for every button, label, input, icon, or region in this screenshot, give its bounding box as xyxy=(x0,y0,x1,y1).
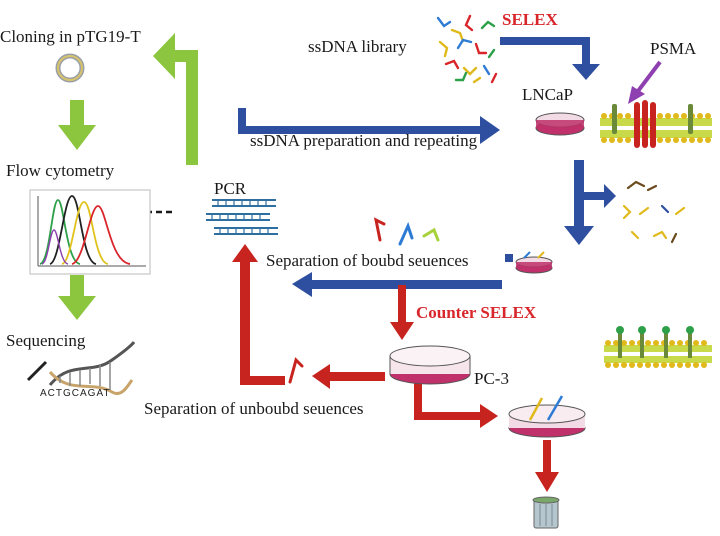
red-arrow-down-counter xyxy=(390,285,414,340)
green-arrow-to-flow xyxy=(58,100,96,150)
waste-bin-icon xyxy=(532,496,560,529)
psma-label: PSMA xyxy=(650,39,697,58)
green-arrow-to-sequencing xyxy=(58,275,96,320)
sequencing-dna-icon: ACTGCAGAT xyxy=(26,341,136,399)
ssdna-library-label: ssDNA library xyxy=(308,37,407,56)
bound-strands-icon xyxy=(373,217,440,246)
unbound-strand-icon xyxy=(288,357,304,384)
blue-arrow-separation-bound xyxy=(292,254,513,297)
blue-arrow-selex xyxy=(500,37,600,80)
flow-cytometry-label: Flow cytometry xyxy=(6,161,115,180)
blue-arrow-down-lncap xyxy=(564,160,616,245)
separation-bound-label: Separation of boubd seuences xyxy=(266,251,469,270)
lncap-label: LNCaP xyxy=(522,85,573,104)
bottom-dish-icon xyxy=(508,395,586,438)
cloning-label: Cloning in pTG19-T xyxy=(0,27,141,46)
sequencing-label: Sequencing xyxy=(6,331,86,350)
separation-unbound-label: Separation of unboubd seuences xyxy=(144,399,364,418)
flow-cytometry-plot-icon xyxy=(29,189,151,275)
counter-selex-label: Counter SELEX xyxy=(416,303,537,322)
ssdna-prep-label: ssDNA preparation and repeating xyxy=(250,131,478,150)
bound-sequences-icon xyxy=(622,180,686,244)
red-arrow-pc3-to-pcr xyxy=(232,244,385,389)
pc3-dish-icon xyxy=(389,345,471,385)
red-arrow-to-bin xyxy=(535,440,559,492)
pcr-dna-icon xyxy=(206,199,278,235)
dna-sequence-text: ACTGCAGAT xyxy=(40,388,110,399)
pc3-label: PC-3 xyxy=(474,369,509,388)
pc3-membrane-icon xyxy=(604,326,712,368)
psma-membrane-icon xyxy=(600,100,712,148)
selex-label: SELEX xyxy=(502,10,558,29)
lncap-dish-icon xyxy=(535,112,585,136)
ssdna-library-icon xyxy=(436,14,498,84)
green-arrow-up-to-cloning xyxy=(153,33,198,165)
pcr-label: PCR xyxy=(214,179,247,198)
small-dish-icon xyxy=(515,251,553,274)
plasmid-icon xyxy=(55,53,85,83)
purple-arrow-psma xyxy=(628,60,662,104)
blue-arrow-ssdna-prep xyxy=(238,108,500,144)
